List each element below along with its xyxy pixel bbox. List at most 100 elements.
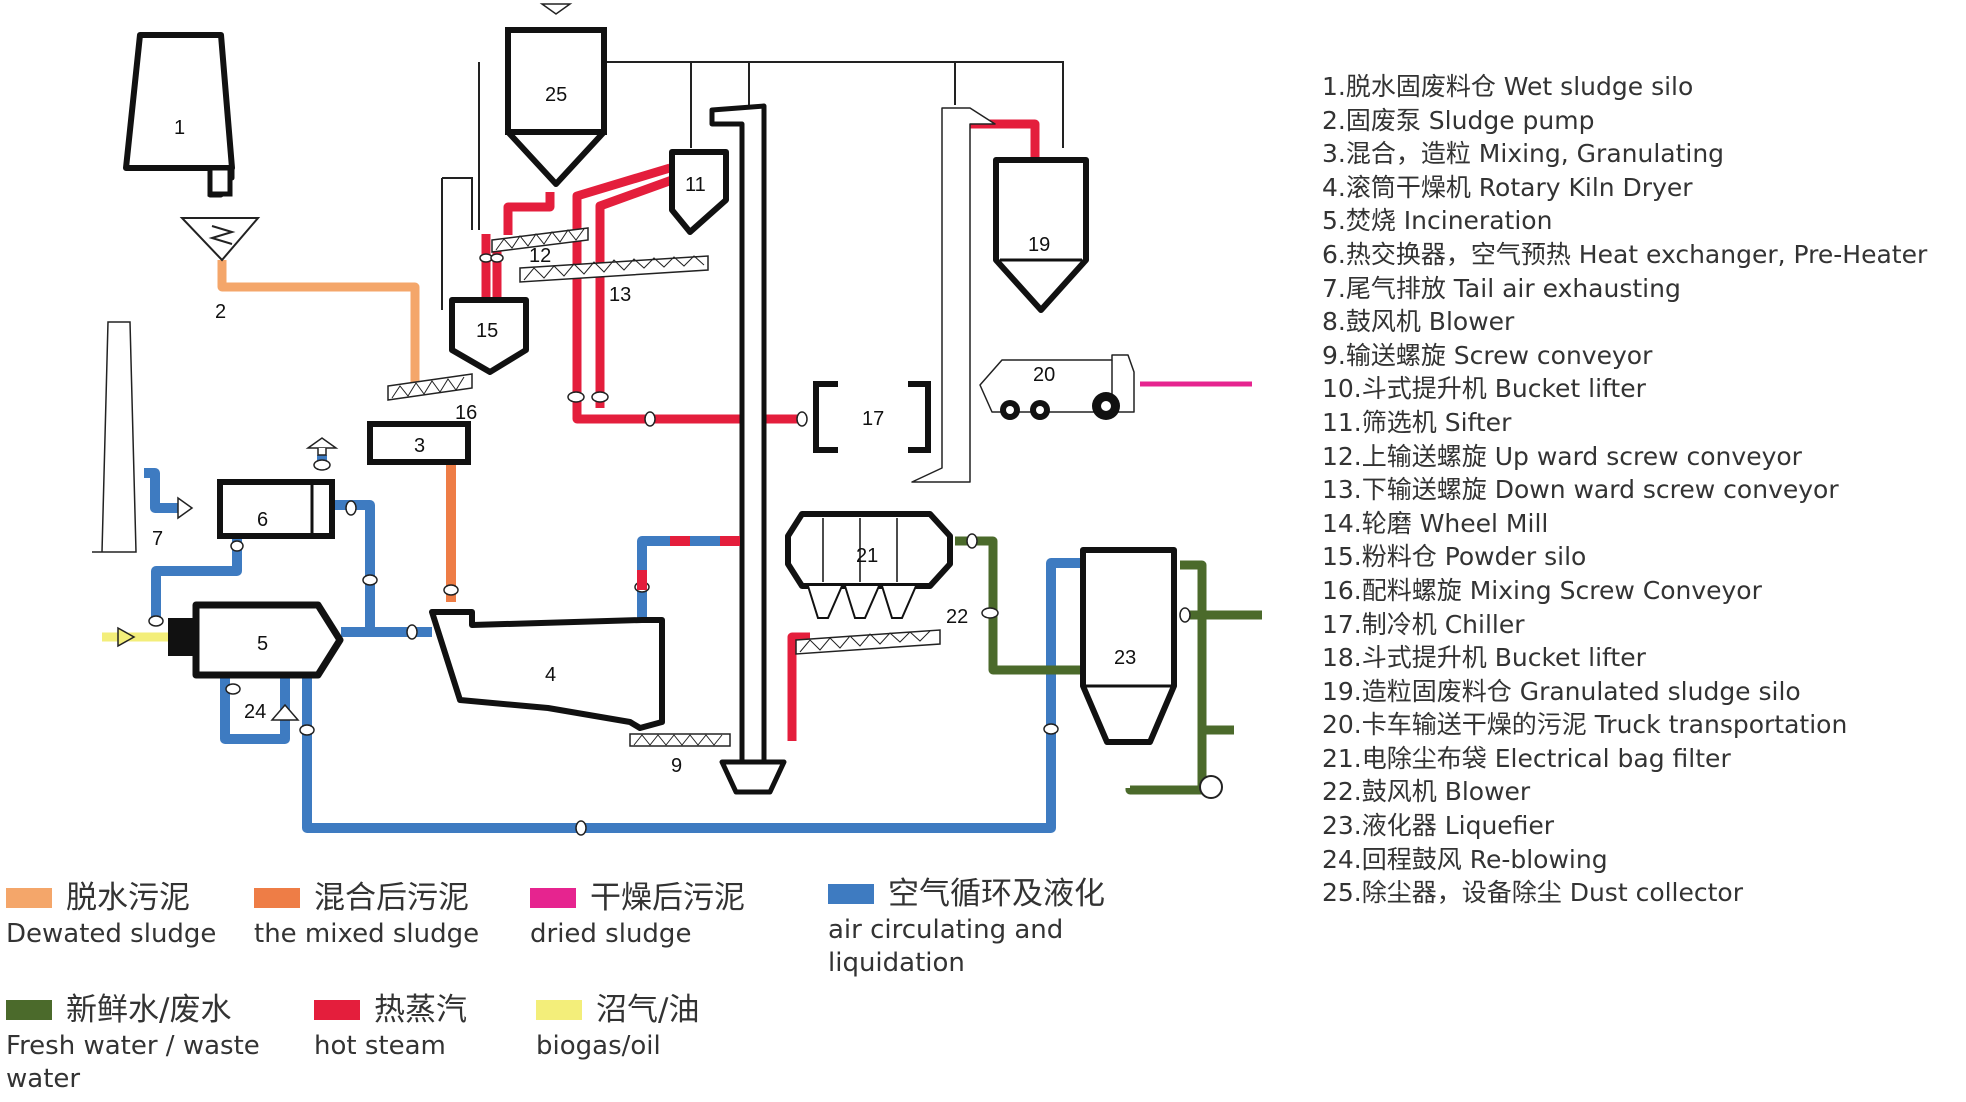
exhaust-lines (441, 61, 1064, 310)
label-2: 2 (215, 301, 226, 323)
powder-silo (449, 297, 529, 375)
incinerator (168, 601, 344, 679)
equipment-list-item: 17.制冷机 Chiller (1322, 609, 1525, 639)
equipment-list-item: 7.尾气排放 Tail air exhausting (1322, 273, 1681, 303)
legend-dried: 干燥后污泥 dried sludge (530, 880, 745, 951)
liquefier (1080, 547, 1223, 799)
equipment-list-item: 13.下输送螺旋 Down ward screw conveyor (1322, 475, 1839, 505)
air-steam-dashes (637, 536, 740, 590)
legend-mixed: 混合后污泥 the mixed sludge (254, 880, 479, 951)
legend-steam: 热蒸汽 hot steam (314, 992, 467, 1063)
truck (979, 354, 1135, 420)
downward-screw-conveyor (519, 255, 709, 283)
legend-air-cn: 空气循环及液化 (888, 876, 1105, 912)
legend-steam-en: hot steam (314, 1031, 446, 1061)
label-5: 5 (257, 633, 268, 655)
label-11: 11 (685, 174, 706, 196)
equipment-list-item: 16.配料螺旋 Mixing Screw Conveyor (1322, 575, 1762, 605)
label-16: 16 (455, 402, 477, 424)
equipment-list-item: 8.鼓风机 Blower (1322, 307, 1515, 337)
equipment-list-item: 22.鼓风机 Blower (1322, 777, 1531, 807)
label-13: 13 (609, 284, 631, 306)
label-12: 12 (529, 245, 551, 267)
bucket-lifter-right (911, 107, 996, 483)
equipment-list-item: 3.混合，造粒 Mixing, Granulating (1322, 139, 1725, 169)
legend-swatch-dried (530, 888, 576, 908)
legend-biogas: 沼气/油 biogas/oil (536, 992, 699, 1063)
equipment-list-item: 23.液化器 Liquefier (1322, 811, 1555, 841)
equipment-list: 1.脱水固废料仓 Wet sludge silo 2.固废泵 Sludge pum… (1322, 70, 1927, 910)
legend-mixed-en: the mixed sludge (254, 919, 480, 949)
equipment-list-item: 19.造粒固废料仓 Granulated sludge silo (1322, 676, 1801, 706)
equipment-list-item: 6.热交换器，空气预热 Heat exchanger, Pre-Heater (1322, 239, 1928, 269)
dewatered-pipe (217, 260, 420, 388)
label-20: 20 (1033, 364, 1055, 386)
equipment-list-item: 1.脱水固废料仓 Wet sludge silo (1322, 72, 1694, 101)
label-19: 19 (1028, 234, 1050, 256)
legend-mixed-cn: 混合后污泥 (314, 880, 469, 916)
label-17: 17 (862, 408, 884, 430)
equipment-list-item: 10.斗式提升机 Bucket lifter (1322, 374, 1646, 404)
label-15: 15 (476, 320, 498, 342)
upward-screw-conveyor (491, 227, 589, 253)
electrical-bag-filter (785, 511, 953, 619)
label-23: 23 (1114, 647, 1136, 669)
legend-dewatered: 脱水污泥 Dewated sludge (6, 880, 216, 951)
legend-air: 空气循环及液化 air circulating and liquidation (828, 876, 1118, 980)
label-1: 1 (174, 117, 185, 139)
rotary-kiln-dryer (429, 609, 665, 731)
equipment-list-item: 24.回程鼓风 Re-blowing (1322, 844, 1608, 874)
equipment-list-item: 14.轮磨 Wheel Mill (1322, 508, 1549, 538)
chiller (813, 381, 931, 453)
equipment-numbers: 1 2 3 4 5 6 7 9 11 12 13 15 16 17 19 20 … (152, 84, 1136, 777)
wet-sludge-silo (123, 32, 235, 198)
legend-water-en: Fresh water / waste water (6, 1031, 260, 1094)
biogas-inlet (102, 626, 168, 648)
legend-water: 新鲜水/废水 Fresh water / waste water (6, 992, 276, 1096)
equipment-list-item: 11.筛选机 Sifter (1322, 407, 1512, 437)
legend-dried-en: dried sludge (530, 919, 692, 949)
equipment-list-item: 25.除尘器，设备除尘 Dust collector (1322, 878, 1744, 908)
label-6: 6 (257, 509, 268, 531)
label-4: 4 (545, 664, 556, 686)
heat-exchanger (177, 437, 339, 539)
legend-water-cn: 新鲜水/废水 (66, 992, 232, 1028)
legend-swatch-air (828, 884, 874, 904)
legend-dried-cn: 干燥后污泥 (590, 880, 745, 916)
legend-air-en: air circulating and liquidation (828, 915, 1064, 978)
legend-swatch-mixed (254, 888, 300, 908)
equipment-list-item: 2.固废泵 Sludge pump (1322, 105, 1595, 135)
granulated-sludge-silo (993, 157, 1089, 313)
label-24: 24 (244, 701, 266, 723)
equipment-list-item: 12.上输送螺旋 Up ward screw conveyor (1322, 441, 1802, 471)
bucket-lifter (709, 103, 787, 795)
legend-swatch-steam (314, 1000, 360, 1020)
legend-swatch-biogas (536, 1000, 582, 1020)
equipment-list-item: 4.滚筒干燥机 Rotary Kiln Dryer (1322, 172, 1693, 202)
dust-collector (505, 3, 607, 187)
legend-dewatered-en: Dewated sludge (6, 919, 217, 949)
screw-conveyor (629, 733, 731, 747)
equipment-list-item: 9.输送螺旋 Screw conveyor (1322, 340, 1653, 370)
legend-dewatered-cn: 脱水污泥 (66, 880, 190, 916)
mixing-screw-conveyor (387, 373, 473, 401)
chimney (92, 321, 137, 553)
re-blowing (270, 703, 300, 721)
legend-biogas-en: biogas/oil (536, 1031, 661, 1061)
mixer-granulator (367, 421, 471, 465)
equipment-list-item: 15.粉料仓 Powder silo (1322, 542, 1587, 572)
legend-steam-cn: 热蒸汽 (374, 992, 467, 1028)
legend-swatch-dewatered (6, 888, 52, 908)
sludge-pump (179, 217, 261, 262)
dewatered-sludge-pipe (217, 260, 420, 388)
equipment-list-item: 18.斗式提升机 Bucket lifter (1322, 643, 1646, 673)
label-21: 21 (856, 545, 878, 567)
label-22: 22 (946, 606, 968, 628)
label-3: 3 (414, 435, 425, 457)
equipment-list-item: 20.卡车输送干燥的污泥 Truck transportation (1322, 710, 1848, 740)
sifter (669, 149, 729, 235)
process-flow-diagram: 1 2 3 4 5 6 7 9 11 12 13 15 16 17 19 20 … (92, 3, 1262, 836)
legend-swatch-water (6, 1000, 52, 1020)
equipment-list-item: 21.电除尘布袋 Electrical bag filter (1322, 743, 1731, 773)
return-screw-conveyor (795, 629, 941, 655)
